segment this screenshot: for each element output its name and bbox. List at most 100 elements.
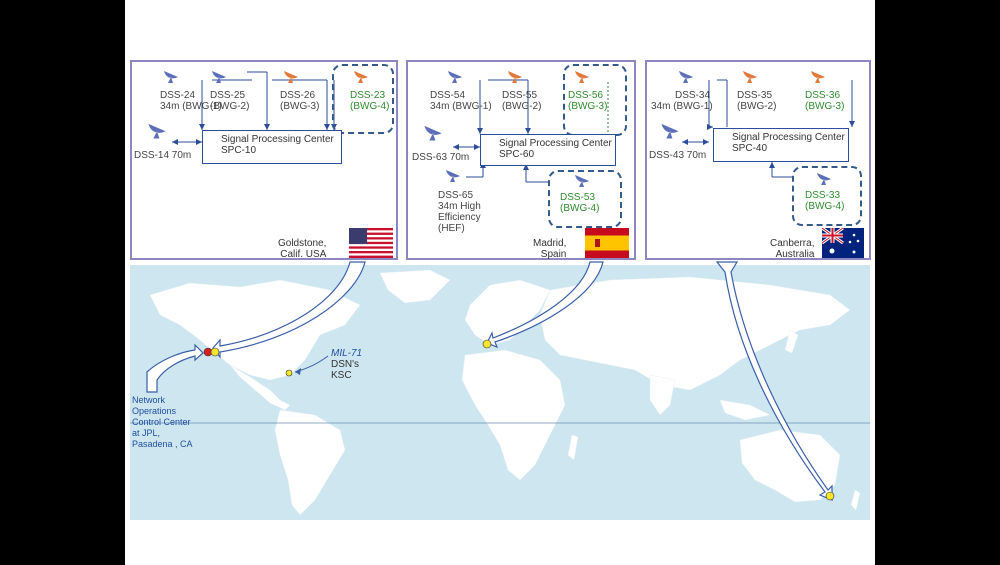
- dish-antenna-icon: [284, 71, 298, 83]
- antenna-label-line: DSS-54: [430, 90, 466, 101]
- antenna-label-line: DSS-14 70m: [134, 150, 192, 161]
- antenna-label: DSS-35 (BWG-2): [737, 90, 776, 112]
- antenna-label-line: DSS-65: [438, 190, 474, 201]
- large-dish-antenna-icon: [661, 123, 679, 139]
- antenna-label-line: 34m High: [438, 201, 481, 212]
- antenna-label-line: DSS-34: [675, 90, 711, 101]
- mil71-line: KSC: [331, 370, 352, 381]
- dish-antenna-icon: [575, 71, 589, 83]
- signal-processing-center: Signal Processing Center SPC-10: [202, 130, 342, 164]
- antenna-label-line: DSS-23: [350, 90, 386, 101]
- madrid-panel: DSS-54 34m (BWG-1) DSS-55 (BWG-2) DSS-56…: [406, 60, 636, 260]
- antenna-label-line: 34m (BWG-1): [651, 101, 713, 112]
- noc-line: Control Center: [132, 417, 191, 427]
- spc-line: Signal Processing Center: [499, 138, 612, 149]
- antenna-label: DSS-43 70m: [649, 150, 706, 161]
- usa-flag-icon: [349, 228, 393, 258]
- spc-line: SPC-40: [732, 143, 768, 154]
- antenna-label: DSS-25 (BWG-2): [210, 90, 249, 112]
- dish-antenna-icon: [212, 71, 226, 83]
- bwg4-highlight-box: [332, 64, 394, 134]
- antenna-label-line: DSS-24: [160, 90, 196, 101]
- antenna-label: DSS-33 (BWG-4): [805, 190, 844, 212]
- site-line: Spain: [540, 249, 567, 260]
- antenna-label-line: DSS-36: [805, 90, 841, 101]
- site-line: Australia: [775, 249, 815, 260]
- noc-line: Pasadena , CA: [132, 439, 193, 449]
- spain-flag-icon: [585, 228, 629, 258]
- goldstone-links: [172, 71, 337, 145]
- antenna-label-line: DSS-53: [560, 192, 596, 203]
- antenna-label-line: 34m (BWG-1): [430, 101, 492, 112]
- antenna-label: DSS-55 (BWG-2): [502, 90, 541, 112]
- canberra-panel: DSS-34 34m (BWG-1) DSS-35 (BWG-2) DSS-36…: [645, 60, 871, 260]
- dish-antenna-icon: [446, 170, 460, 182]
- site-line: Madrid,: [533, 238, 567, 249]
- antenna-label: DSS-23 (BWG-4): [350, 90, 389, 112]
- antenna-label-line: (BWG-2): [737, 101, 777, 112]
- dish-antenna-icon: [679, 71, 693, 83]
- antenna-label: DSS-34 34m (BWG-1): [651, 90, 713, 112]
- antenna-label: DSS-14 70m: [134, 150, 191, 161]
- mil71-line: DSN's: [331, 359, 360, 370]
- site-location-label: Goldstone, Calif. USA: [278, 238, 326, 260]
- large-dish-antenna-icon: [424, 125, 442, 141]
- madrid-links: [453, 79, 609, 183]
- bwg4-highlight-box: [548, 170, 622, 228]
- australia-flag-icon: [822, 228, 864, 258]
- antenna-label: DSS-65 34m High Efficiency (HEF): [438, 190, 481, 234]
- noc-line: Operations: [132, 406, 177, 416]
- antenna-label-line: DSS-56: [568, 90, 604, 101]
- mil71-line: MIL-71: [331, 348, 363, 359]
- dish-antenna-icon: [164, 71, 178, 83]
- dish-antenna-icon: [811, 71, 825, 83]
- noc-line: Network: [132, 395, 166, 405]
- antenna-label-line: DSS-35: [737, 90, 773, 101]
- antenna-label: DSS-36 (BWG-3): [805, 90, 844, 112]
- dsn-diagram: Network Operations Control Center at JPL…: [125, 0, 875, 565]
- antenna-label: DSS-26 (BWG-3): [280, 90, 319, 112]
- antenna-label-line: (BWG-4): [350, 101, 390, 112]
- dish-antenna-icon: [354, 71, 368, 83]
- large-dish-antenna-icon: [148, 123, 166, 139]
- spc-line: SPC-10: [221, 145, 257, 156]
- antenna-label-line: (BWG-3): [805, 101, 845, 112]
- antenna-label-line: (BWG-4): [805, 201, 845, 212]
- antenna-label-line: (HEF): [438, 223, 465, 234]
- goldstone-panel: DSS-24 34m (BWG-1) DSS-25 (BWG-2) DSS-26…: [130, 60, 398, 260]
- antenna-label: DSS-56 (BWG-3): [568, 90, 607, 112]
- antenna-label: DSS-53 (BWG-4): [560, 192, 599, 214]
- antenna-label-line: (BWG-3): [280, 101, 320, 112]
- dish-antenna-icon: [817, 173, 831, 185]
- antenna-label-line: (BWG-3): [568, 101, 608, 112]
- site-line: Canberra,: [770, 238, 815, 249]
- dish-antenna-icon: [448, 71, 462, 83]
- world-map: [130, 265, 870, 520]
- spc-line: Signal Processing Center: [732, 132, 845, 143]
- antenna-label-line: (BWG-2): [502, 101, 542, 112]
- spc-line: SPC-60: [499, 149, 535, 160]
- antenna-label-line: DSS-25: [210, 90, 246, 101]
- signal-processing-center: Signal Processing Center SPC-60: [480, 134, 616, 166]
- dish-antenna-icon: [743, 71, 757, 83]
- antenna-label: DSS-24 34m (BWG-1): [160, 90, 222, 112]
- world-map-land: [130, 269, 870, 516]
- antenna-label-line: Efficiency: [438, 212, 481, 223]
- mil71-label: MIL-71 DSN's KSC: [331, 348, 362, 381]
- antenna-label-line: DSS-33: [805, 190, 841, 201]
- antenna-label-line: 34m (BWG-1): [160, 101, 222, 112]
- canberra-links: [682, 79, 855, 178]
- site-location-label: Madrid, Spain: [533, 238, 566, 260]
- antenna-label-line: DSS-26: [280, 90, 316, 101]
- signal-processing-center: Signal Processing Center SPC-40: [713, 128, 849, 162]
- spc-line: Signal Processing Center: [221, 134, 334, 145]
- antenna-label-line: (BWG-2): [210, 101, 250, 112]
- bwg4-highlight-box: [792, 166, 862, 226]
- site-line: Calif. USA: [280, 249, 327, 260]
- antenna-label: DSS-63 70m: [412, 152, 469, 163]
- antenna-label-line: DSS-63 70m: [412, 152, 470, 163]
- noc-line: at JPL,: [132, 428, 161, 438]
- dish-antenna-icon: [508, 71, 522, 83]
- antenna-label-line: (BWG-4): [560, 203, 600, 214]
- site-location-label: Canberra, Australia: [770, 238, 814, 260]
